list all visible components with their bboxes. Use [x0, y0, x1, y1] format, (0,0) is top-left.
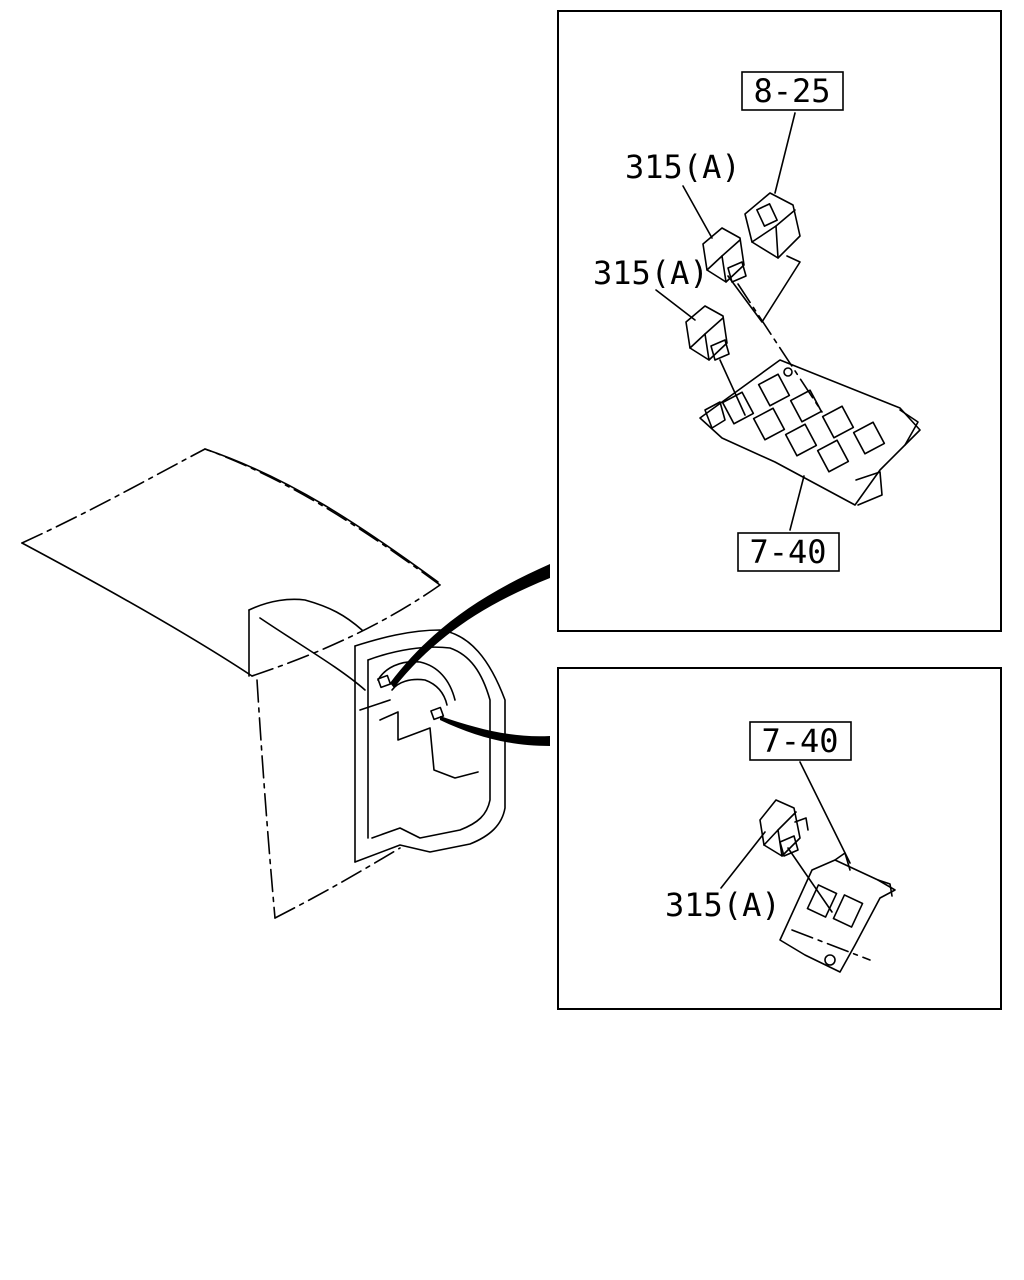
ref-7-40-bottom-label: 7-40 [761, 722, 838, 760]
ref-315a-lower-label: 315(A) [593, 254, 709, 292]
relay-315a-lower-icon [685, 305, 730, 361]
relay-block-7-40-small-icon [779, 852, 896, 973]
ref-8-25-box [741, 71, 844, 111]
ref-315a-upper-label: 315(A) [625, 148, 741, 186]
ref-7-40-bottom-box [749, 721, 852, 761]
dashboard-overview [21, 448, 550, 919]
ref-7-40-box [737, 532, 840, 572]
detail-panel-bottom: 7-40 315(A) [557, 667, 1002, 1010]
detail-panel-top: 8-25 315(A) 315(A) 7-40 [557, 10, 1002, 632]
ref-8-25-label: 8-25 [753, 72, 830, 110]
relay-8-25-icon [744, 192, 801, 259]
ref-7-40-label: 7-40 [749, 533, 826, 571]
relay-block-7-40-icon [699, 359, 921, 506]
relay-315a-upper-icon [702, 227, 747, 283]
relay-315a-icon [759, 799, 809, 857]
ref-315a-bottom-label: 315(A) [665, 886, 781, 924]
